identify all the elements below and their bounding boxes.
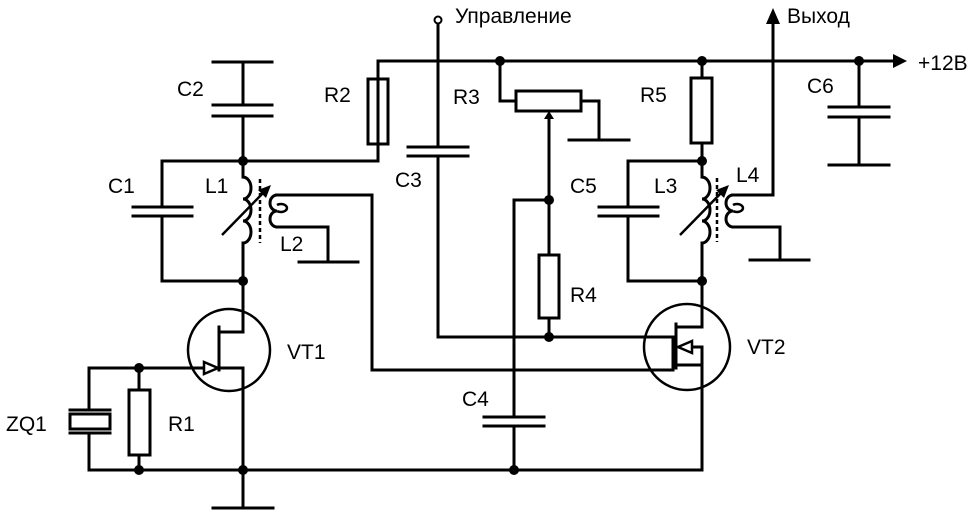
label-l2: L2 — [280, 233, 303, 256]
label-c5: C5 — [570, 175, 597, 198]
label-c2: C2 — [177, 78, 204, 101]
resistor-r4 — [537, 253, 561, 339]
capacitor-c5 — [596, 159, 707, 286]
label-c1: C1 — [108, 175, 135, 198]
label-r5: R5 — [640, 84, 667, 107]
label-l1: L1 — [205, 175, 228, 198]
label-l3: L3 — [654, 175, 677, 198]
label-zq1: ZQ1 — [6, 413, 47, 436]
resistor-r2 — [160, 77, 390, 286]
potentiometer-r3 — [498, 59, 631, 257]
label-control: Управление — [455, 5, 572, 28]
label-output: Выход — [787, 5, 850, 28]
label-r1: R1 — [168, 413, 195, 436]
transistor-vt1 — [138, 279, 272, 472]
inductor-l4 — [724, 8, 811, 262]
capacitor-c2 — [211, 60, 274, 179]
label-c4: C4 — [462, 388, 489, 411]
label-r2: R2 — [324, 84, 351, 107]
label-r4: R4 — [570, 284, 597, 307]
inductor-l2 — [268, 193, 662, 372]
inductor-l1 — [221, 175, 271, 283]
capacitor-c4 — [482, 198, 551, 472]
label-r3: R3 — [453, 86, 480, 109]
transistor-vt2 — [642, 302, 732, 392]
inductor-l3 — [679, 175, 729, 329]
label-l4: L4 — [736, 164, 760, 187]
capacitor-c1 — [130, 205, 195, 218]
resistor-r1 — [87, 363, 152, 475]
crystal-zq1 — [68, 408, 112, 472]
label-c3: C3 — [395, 169, 422, 192]
label-vt1: VT1 — [287, 341, 326, 364]
label-c6: C6 — [807, 75, 834, 98]
capacitor-c6 — [827, 59, 891, 167]
label-vt2: VT2 — [747, 336, 786, 359]
control-input — [406, 15, 675, 342]
label-supply: +12В — [918, 52, 968, 75]
